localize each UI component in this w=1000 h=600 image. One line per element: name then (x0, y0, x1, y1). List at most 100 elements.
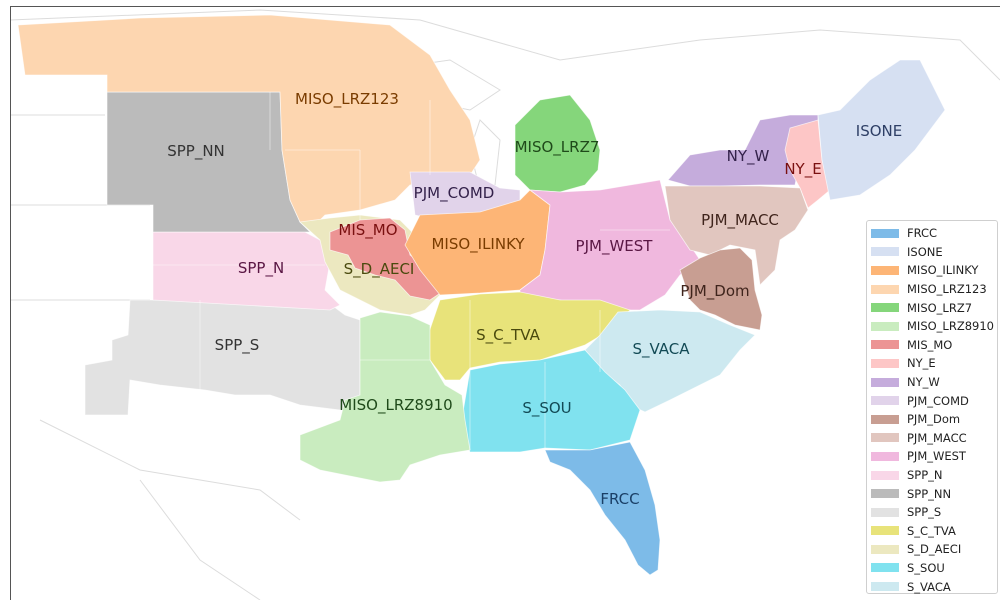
legend-item-S_C_TVA: S_C_TVA (871, 522, 997, 541)
legend-swatch (871, 433, 899, 443)
label-MIS_MO: MIS_MO (338, 221, 397, 240)
label-S_SOU: S_SOU (522, 399, 571, 418)
label-MISO_LRZ7: MISO_LRZ7 (515, 138, 600, 157)
state-boundaries (153, 92, 670, 450)
region-ISONE[interactable] (817, 59, 946, 201)
legend-label: PJM_WEST (907, 449, 966, 464)
canada-outline (9, 9, 1000, 81)
state-line (153, 229, 670, 390)
legend-item-S_VACA: S_VACA (871, 577, 997, 596)
basemap (9, 9, 1000, 600)
legend-label: MISO_ILINKY (907, 263, 979, 278)
legend-swatch (871, 489, 899, 499)
label-SPP_NN: SPP_NN (167, 142, 225, 161)
legend-swatch (871, 526, 899, 536)
region-MISO_LRZ7[interactable] (514, 94, 601, 193)
label-NY_W: NY_W (727, 147, 770, 166)
legend-label: SPP_S (907, 505, 942, 520)
legend-item-SPP_NN: SPP_NN (871, 484, 997, 503)
legend-swatch (871, 228, 899, 238)
legend-item-PJM_MACC: PJM_MACC (871, 429, 997, 448)
legend-swatch (871, 563, 899, 573)
legend-item-NY_E: NY_E (871, 354, 997, 373)
legend-item-S_SOU: S_SOU (871, 559, 997, 578)
label-S_C_TVA: S_C_TVA (476, 326, 540, 345)
legend-item-SPP_S: SPP_S (871, 503, 997, 522)
legend-item-MISO_LRZ123: MISO_LRZ123 (871, 280, 997, 299)
legend-label: SPP_N (907, 468, 943, 483)
region-MISO_LRZ123[interactable] (17, 14, 481, 231)
legend-label: SPP_NN (907, 486, 952, 501)
legend-item-MISO_ILINKY: MISO_ILINKY (871, 261, 997, 280)
state-line (360, 300, 601, 450)
legend-label: S_C_TVA (907, 523, 956, 538)
legend-label: MISO_LRZ123 (907, 282, 987, 297)
legend-swatch (871, 284, 899, 294)
legend-swatch (871, 396, 899, 406)
legend-swatch (871, 303, 899, 313)
legend-swatch (871, 451, 899, 461)
legend-swatch (871, 582, 899, 592)
legend-swatch (871, 377, 899, 387)
gulf-coast-outline (39, 419, 301, 521)
legend-item-SPP_N: SPP_N (871, 466, 997, 485)
legend-item-MISO_LRZ7: MISO_LRZ7 (871, 298, 997, 317)
label-PJM_WEST: PJM_WEST (576, 237, 654, 256)
region-MIS_MO[interactable] (329, 217, 446, 301)
legend-item-FRCC: FRCC (871, 224, 997, 243)
legend-label: MISO_LRZ8910 (907, 319, 994, 334)
legend-item-MIS_MO: MIS_MO (871, 336, 997, 355)
region-SPP_NN[interactable] (106, 91, 311, 233)
region-PJM_WEST[interactable] (519, 179, 701, 311)
legend-label: S_VACA (907, 579, 951, 594)
label-ISONE: ISONE (856, 122, 902, 140)
legend-label: NY_E (907, 356, 936, 371)
legend-swatch (871, 340, 899, 350)
region-labels: MISO_LRZ123 SPP_NN MISO_LRZ7 ISONE NY_W … (167, 90, 902, 508)
label-SPP_S: SPP_S (215, 336, 260, 355)
legend-label: S_SOU (907, 560, 945, 575)
legend-label: NY_W (907, 375, 940, 390)
legend-label: S_D_AECI (907, 542, 962, 557)
label-NY_E: NY_E (784, 160, 821, 179)
legend-label: MIS_MO (907, 337, 953, 352)
label-PJM_Dom: PJM_Dom (680, 282, 749, 301)
region-PJM_MACC[interactable] (664, 185, 809, 286)
region-PJM_Dom[interactable] (679, 247, 763, 331)
label-SPP_N: SPP_N (238, 259, 284, 278)
legend-label: PJM_Dom (907, 412, 961, 427)
legend-item-PJM_COMD: PJM_COMD (871, 391, 997, 410)
label-PJM_MACC: PJM_MACC (701, 211, 779, 230)
region-FRCC[interactable] (544, 441, 661, 576)
mexico-outline (139, 479, 261, 600)
legend-label: PJM_MACC (907, 430, 967, 445)
region-S_SOU[interactable] (459, 349, 641, 453)
legend-item-ISONE: ISONE (871, 243, 997, 262)
legend-swatch (871, 358, 899, 368)
legend-swatch (871, 507, 899, 517)
state-line (269, 92, 431, 220)
label-FRCC: FRCC (600, 490, 639, 508)
legend-item-PJM_WEST: PJM_WEST (871, 447, 997, 466)
region-SPP_N[interactable] (152, 231, 341, 311)
legend-item-PJM_Dom: PJM_Dom (871, 410, 997, 429)
label-PJM_COMD: PJM_COMD (414, 184, 495, 203)
legend-label: PJM_COMD (907, 393, 969, 408)
legend-label: FRCC (907, 226, 938, 241)
legend-swatch (871, 544, 899, 554)
legend-item-MISO_LRZ8910: MISO_LRZ8910 (871, 317, 997, 336)
region-MISO_LRZ8910[interactable] (299, 311, 471, 483)
legend-label: ISONE (907, 244, 943, 259)
legend-swatch (871, 414, 899, 424)
legend-swatch (871, 470, 899, 480)
legend-item-S_D_AECI: S_D_AECI (871, 540, 997, 559)
legend-swatch (871, 265, 899, 275)
label-MISO_LRZ8910: MISO_LRZ8910 (339, 396, 452, 415)
region-SPP_S[interactable] (84, 299, 361, 416)
region-S_C_TVA[interactable] (427, 291, 631, 381)
label-S_D_AECI: S_D_AECI (344, 260, 415, 279)
legend-swatch (871, 247, 899, 257)
legend-swatch (871, 321, 899, 331)
